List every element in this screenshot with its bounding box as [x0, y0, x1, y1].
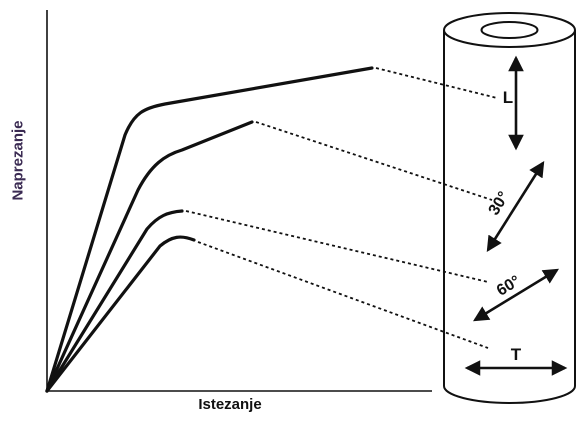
curve-30-degrees	[45, 120, 254, 393]
connector-30-degrees	[255, 121, 493, 201]
arrow-30-degrees	[486, 161, 545, 252]
label-60-degrees: 60°	[494, 273, 524, 300]
connector-longitudinal	[375, 67, 498, 99]
tube-specimen	[443, 12, 576, 404]
label-transverse: T	[511, 345, 522, 364]
curve-60-degrees	[45, 209, 184, 393]
x-axis-label: Istezanje	[198, 396, 262, 413]
tube-top-inner	[480, 21, 539, 39]
label-30-degrees: 30°	[486, 189, 513, 219]
curve-transverse	[45, 235, 196, 393]
curve-longitudinal	[45, 66, 374, 393]
arrow-60-degrees	[473, 268, 559, 322]
label-longitudinal: L	[503, 88, 513, 107]
y-axis-label: Naprezanje	[9, 120, 27, 201]
connector-60-degrees	[185, 210, 489, 283]
